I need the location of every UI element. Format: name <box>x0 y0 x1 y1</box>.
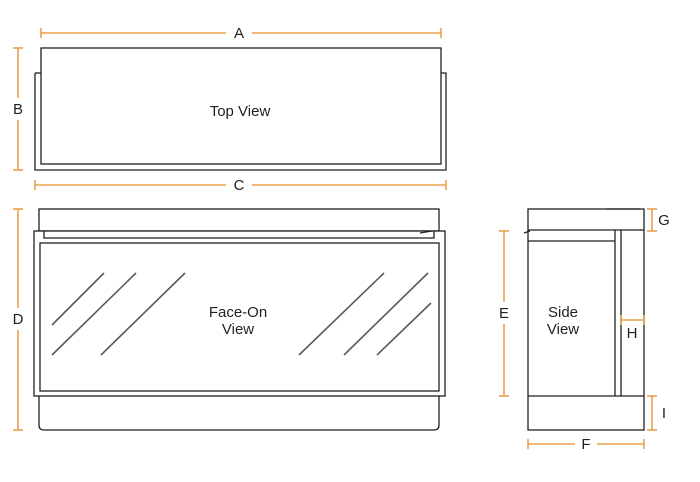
dimension-c-label: C <box>234 177 245 194</box>
face-on-bottom-base <box>38 396 440 431</box>
glass-reflection-line <box>376 302 432 356</box>
top-view: Top View <box>34 47 447 171</box>
top-view-body <box>40 47 442 165</box>
face-on-inner-trim <box>43 231 435 239</box>
side-view-label-line1: Side <box>548 304 578 321</box>
face-on-view-label-line2: View <box>222 321 254 338</box>
dimension-e: E <box>499 230 509 397</box>
dimension-d: D <box>13 208 24 431</box>
dimension-e-label: E <box>499 305 509 322</box>
dimension-h-label: H <box>627 325 638 342</box>
top-view-outer-tray <box>34 72 447 171</box>
dimension-a-label: A <box>234 25 244 42</box>
dimension-d-label: D <box>13 311 24 328</box>
glass-reflection-line <box>100 272 186 356</box>
face-on-glass-panel <box>39 242 440 392</box>
side-view-label-line2: View <box>547 321 579 338</box>
glass-reflection-line <box>51 272 105 326</box>
glass-reflection-line <box>298 272 385 356</box>
side-view: Side View <box>523 208 645 431</box>
dimension-g-label: G <box>658 212 670 229</box>
dimension-g: G <box>647 208 670 232</box>
dimension-f: F <box>527 436 645 453</box>
dimension-b: B <box>13 47 23 171</box>
dimension-a: A <box>40 25 442 42</box>
dimension-i: I <box>647 395 666 431</box>
dimension-b-label: B <box>13 101 23 118</box>
face-on-top-trim <box>38 208 440 232</box>
glass-reflection-line <box>343 272 429 356</box>
glass-reflection-line <box>51 272 137 356</box>
dimension-i-label: I <box>662 405 666 422</box>
face-on-view: Face-On View <box>33 208 446 431</box>
face-on-view-label-line1: Face-On <box>209 304 267 321</box>
top-view-label: Top View <box>210 103 271 120</box>
dimension-h: H <box>620 315 645 342</box>
dimension-c: C <box>34 177 447 194</box>
dimension-f-label: F <box>581 436 590 453</box>
